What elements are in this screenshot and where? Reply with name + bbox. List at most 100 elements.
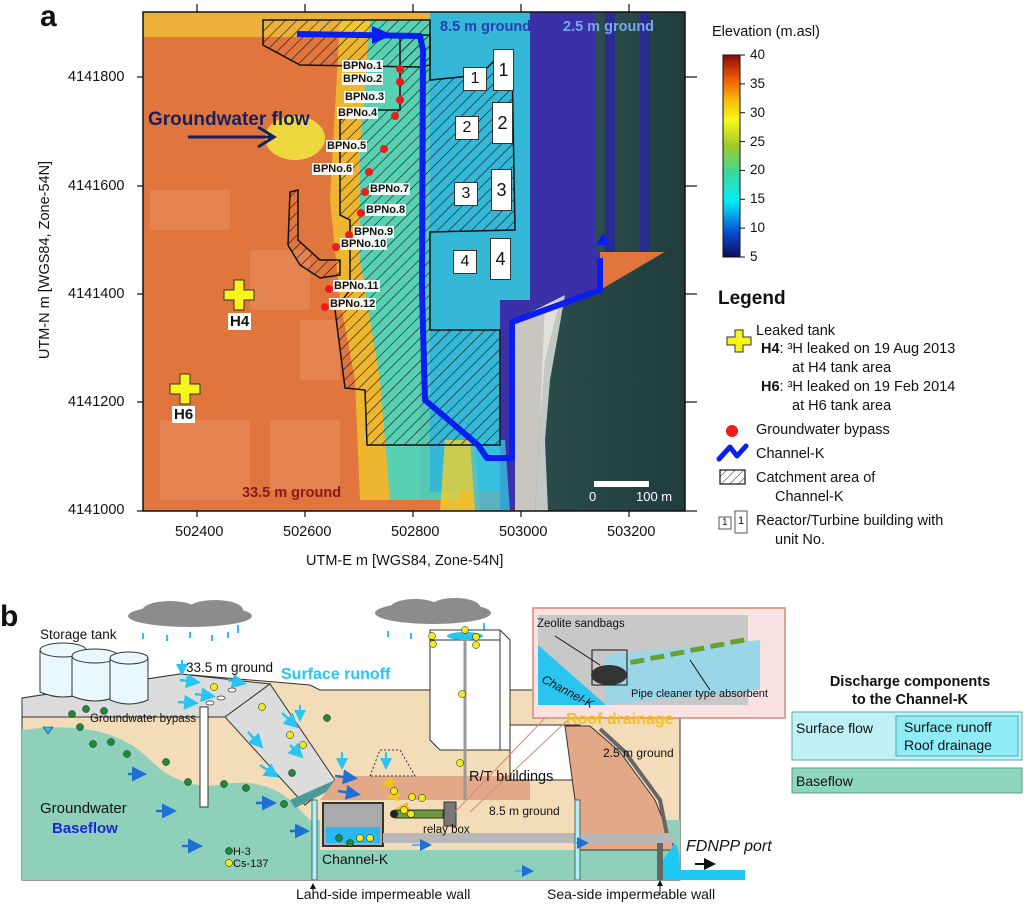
discharge-title-2: to the Channel-K <box>852 692 968 708</box>
legend-h4-text: : ³H leaked on 19 Aug 2013 <box>779 341 956 357</box>
unit-building-large: 2 <box>492 102 513 144</box>
bypass-point <box>321 303 329 311</box>
sea-side-wall-label: Sea-side impermeable wall <box>547 886 716 902</box>
groundwater-flow-label: Groundwater flow <box>148 109 310 130</box>
storage-tanks <box>39 642 149 705</box>
cloud-left <box>128 600 252 627</box>
panel-b-letter: b <box>0 600 19 633</box>
discharge-title: Discharge components to the Channel-K <box>800 673 1020 709</box>
bypass-point <box>361 188 369 196</box>
roof-drainage-component: Roof drainage <box>904 737 992 753</box>
inset-zeolite-label: Zeolite sandbags <box>537 618 625 630</box>
colorbar-tick-label: 30 <box>750 104 766 120</box>
bypass-point <box>396 96 404 104</box>
storage-tank-label: Storage tank <box>40 627 117 642</box>
roof-drainage-label: Roof drainage <box>566 711 674 728</box>
x-tick-label: 503000 <box>499 524 548 540</box>
unit-building-small: 2 <box>455 116 479 140</box>
bypass-point-label: BPNo.1 <box>342 60 384 72</box>
legend-h4-text2: at H4 tank area <box>792 360 892 376</box>
zone-label-2-5m: 2.5 m ground <box>563 19 655 35</box>
tank-h4-marker <box>223 279 255 311</box>
bypass-point-label: BPNo.10 <box>340 238 388 250</box>
legend-channel-icon <box>716 443 749 462</box>
inset-pipe-cleaner-label: Pipe cleaner type absorbent <box>631 688 768 700</box>
land-side-wall <box>311 799 318 881</box>
cs137-particles <box>210 626 480 867</box>
colorbar-tick-label: 5 <box>750 249 758 264</box>
legend-building-num-a: 1 <box>722 517 728 528</box>
sea-side-wall <box>657 843 663 880</box>
rt-buildings-label: R/T buildings <box>469 769 554 785</box>
legend-building-icon-small <box>718 516 732 530</box>
surface-runoff-arrows <box>177 673 304 778</box>
land-side-wall-label: Land-side impermeable wall <box>296 886 471 902</box>
legend-h6-line: H6: ³H leaked on 19 Feb 2014 <box>761 379 955 395</box>
colorbar-tick-label: 10 <box>750 220 766 236</box>
legend-h4-line: H4: ³H leaked on 19 Aug 2013 <box>761 341 955 357</box>
bypass-point-label: BPNo.2 <box>342 73 384 85</box>
colorbar-tick-label: 20 <box>750 162 766 178</box>
channel-arrow-top <box>372 26 393 44</box>
scale-bar <box>594 481 649 487</box>
fdnpp-port-label: FDNPP port <box>686 838 772 855</box>
port-water <box>663 843 745 880</box>
legend-bypass: Groundwater bypass <box>756 422 890 438</box>
colorbar-tick-label: 35 <box>750 75 766 91</box>
relay-box-label: relay box <box>423 824 470 836</box>
colorbar-tick-label: 40 <box>750 47 766 62</box>
relay-box-shape <box>443 801 457 827</box>
groundwater-bypass-label: Groundwater bypass <box>90 713 197 725</box>
legend-title: Legend <box>718 288 786 309</box>
bypass-point <box>396 78 404 86</box>
surface-flow-label: Surface flow <box>796 720 874 736</box>
bypass-point-label: BPNo.9 <box>353 226 395 238</box>
colorbar-title: Elevation (m.asl) <box>712 24 820 40</box>
unit-building-large: 1 <box>493 49 514 91</box>
bypass-point <box>391 112 399 120</box>
baseflow-component: Baseflow <box>796 773 853 789</box>
legend-catchment-icon <box>719 469 746 485</box>
legend-tank-icon <box>726 329 752 353</box>
bypass-point <box>396 65 404 73</box>
colorbar-tick-label: 25 <box>750 133 766 149</box>
ground-33-5-label: 33.5 m ground <box>186 660 274 675</box>
discharge-pipe <box>383 833 673 843</box>
bypass-point-label: BPNo.8 <box>365 204 407 216</box>
ground-2-5-label: 2.5 m ground <box>603 746 674 760</box>
y-tick-label: 4141600 <box>68 178 125 194</box>
cloud-right <box>375 598 491 624</box>
cs137-legend-label: Cs-137 <box>233 858 269 870</box>
legend-h6-text2: at H6 tank area <box>792 398 892 414</box>
bypass-point-label: BPNo.12 <box>329 298 377 310</box>
tank-h6-marker <box>169 373 201 405</box>
x-tick-label: 502800 <box>391 524 440 540</box>
bypass-point <box>325 285 333 293</box>
channel-arrow-right <box>596 233 610 245</box>
bypass-point <box>332 243 340 251</box>
baseflow-arrows <box>128 766 361 854</box>
colorbar <box>722 54 741 258</box>
channel-k-label: Channel-K <box>322 851 389 867</box>
catchment-west <box>287 189 341 279</box>
y-tick-label: 4141800 <box>68 69 125 85</box>
bypass-point <box>345 231 353 239</box>
groundwater-flow-arrow <box>188 125 277 149</box>
surface-runoff-component: Surface runoff <box>904 719 992 735</box>
legend-building-icon-large <box>734 510 748 534</box>
bypass-point-label: BPNo.5 <box>326 140 368 152</box>
legend-h4-label: H4 <box>761 341 780 357</box>
y-tick-label: 4141400 <box>68 286 125 302</box>
bypass-point-label: BPNo.11 <box>333 280 380 292</box>
legend-leaked-tank: Leaked tank <box>756 323 836 339</box>
lower-ground-mound <box>320 776 530 800</box>
unit-building-small: 1 <box>463 67 487 91</box>
legend-h6-text: : ³H leaked on 19 Feb 2014 <box>779 379 956 395</box>
ground-8-5-label: 8.5 m ground <box>489 804 560 818</box>
panel-a-letter: a <box>40 0 57 33</box>
unit-building-large: 3 <box>491 169 512 211</box>
legend-h6-label: H6 <box>761 379 780 395</box>
h3-particles <box>68 705 354 855</box>
tank-label-h6: H6 <box>172 406 196 423</box>
tank-label-h4: H4 <box>228 313 252 330</box>
